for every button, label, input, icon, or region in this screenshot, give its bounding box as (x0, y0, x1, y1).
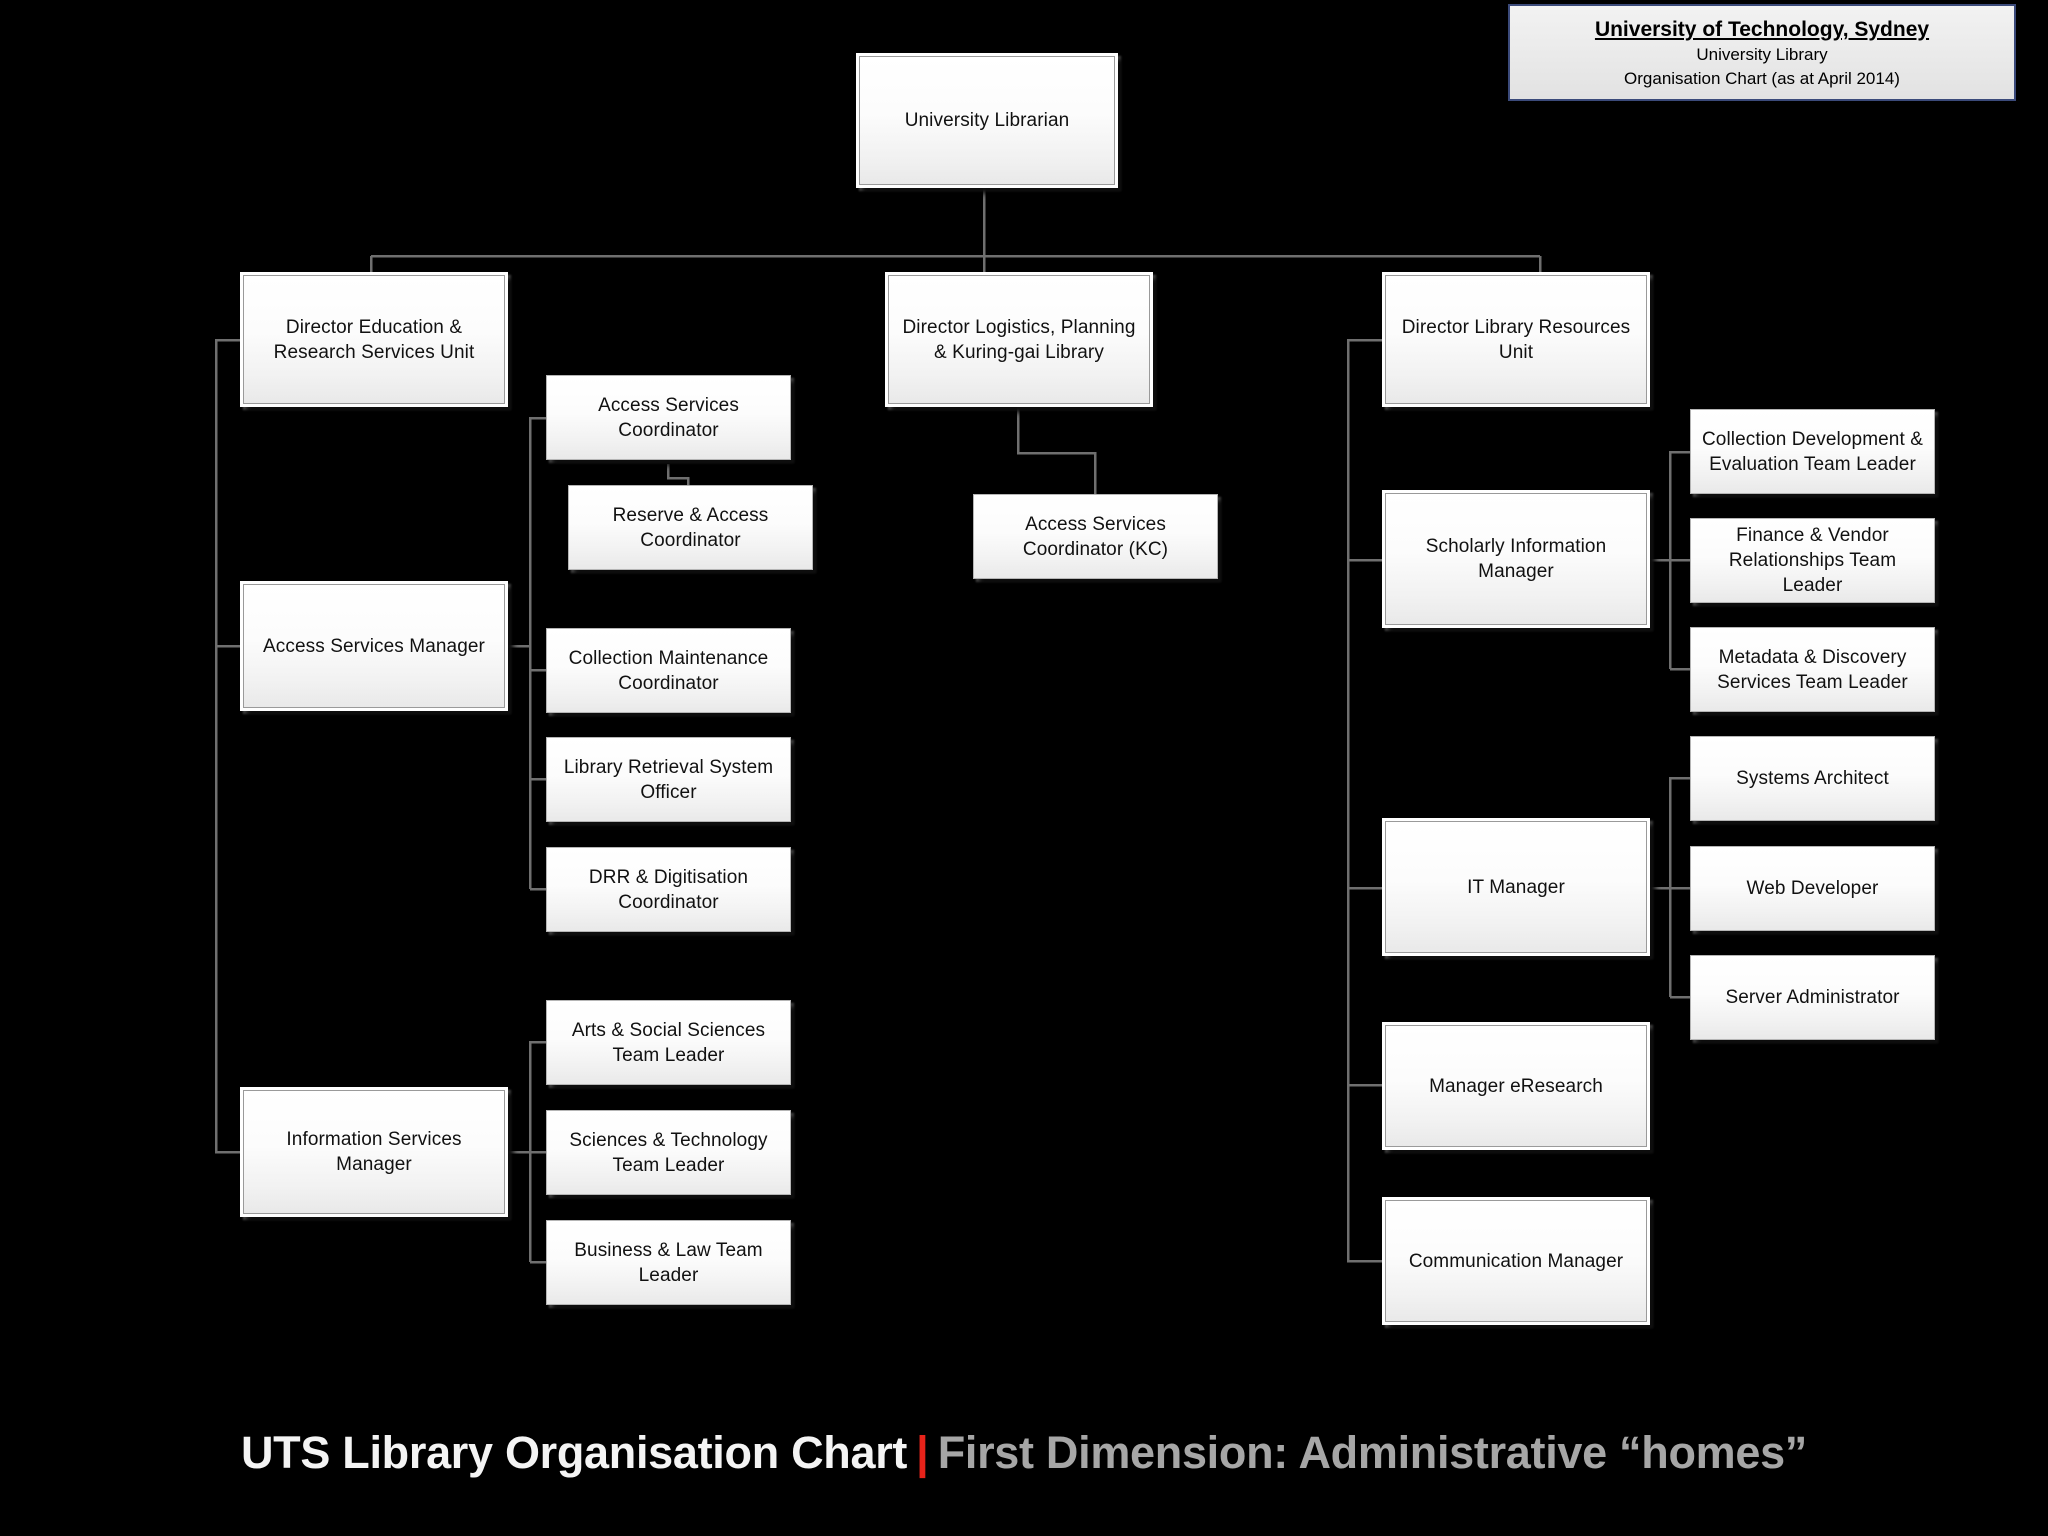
node-label: Access Services Coordinator (KC) (1022, 513, 1169, 560)
node-label: Access Services Manager (263, 635, 485, 657)
node-label: Manager eResearch (1429, 1075, 1603, 1097)
node-collection-development-team-leader[interactable]: Collection Development & Evaluation Team… (1690, 409, 1935, 494)
node-label: Metadata & Discovery Services Team Leade… (1717, 646, 1908, 693)
node-communication-manager[interactable]: Communication Manager (1382, 1197, 1650, 1325)
node-label: Director Education & Research Services U… (273, 316, 475, 363)
node-university-librarian[interactable]: University Librarian (856, 53, 1118, 188)
node-label: Finance & Vendor Relationships Team Lead… (1728, 525, 1897, 596)
connector-director-logistics-to-kc (1016, 405, 1097, 494)
node-scholarly-information-manager[interactable]: Scholarly Information Manager (1382, 490, 1650, 628)
node-label: Arts & Social Sciences Team Leader (571, 1019, 766, 1066)
header-chart-date: Organisation Chart (as at April 2014) (1624, 69, 1900, 88)
node-director-education-research[interactable]: Director Education & Research Services U… (240, 272, 508, 407)
node-label: University Librarian (904, 110, 1070, 131)
node-finance-vendor-team-leader[interactable]: Finance & Vendor Relationships Team Lead… (1690, 518, 1935, 603)
node-server-administrator[interactable]: Server Administrator (1690, 955, 1935, 1040)
node-access-services-manager[interactable]: Access Services Manager (240, 581, 508, 711)
node-label: IT Manager (1467, 876, 1565, 898)
node-drr-digitisation-coordinator[interactable]: DRR & Digitisation Coordinator (546, 847, 791, 932)
node-reserve-access-coordinator[interactable]: Reserve & Access Coordinator (568, 485, 813, 570)
node-access-services-coordinator[interactable]: Access Services Coordinator (546, 375, 791, 460)
footer-separator: | (916, 1427, 929, 1478)
node-systems-architect[interactable]: Systems Architect (1690, 736, 1935, 821)
node-sciences-technology-team-leader[interactable]: Sciences & Technology Team Leader (546, 1110, 791, 1195)
node-metadata-discovery-team-leader[interactable]: Metadata & Discovery Services Team Leade… (1690, 627, 1935, 712)
node-library-retrieval-system-officer[interactable]: Library Retrieval System Officer (546, 737, 791, 822)
node-label: Director Library Resources Unit (1401, 316, 1631, 363)
node-label: Collection Development & Evaluation Team… (1701, 428, 1923, 475)
connector-access-manager-spine (508, 416, 546, 648)
chart-footer: UTS Library Organisation Chart | First D… (0, 1413, 2048, 1493)
node-arts-social-sciences-team-leader[interactable]: Arts & Social Sciences Team Leader (546, 1000, 791, 1085)
node-label: DRR & Digitisation Coordinator (588, 866, 749, 913)
node-label: Scholarly Information Manager (1425, 536, 1607, 582)
node-label: Systems Architect (1736, 768, 1889, 789)
node-label: Director Logistics, Planning & Kuring-ga… (902, 316, 1136, 363)
node-label: Information Services Manager (286, 1129, 462, 1175)
header-university-name: University of Technology, Sydney (1594, 18, 1930, 41)
node-label: Library Retrieval System Officer (563, 756, 774, 803)
header-library-name: University Library (1696, 45, 1828, 64)
node-label: Collection Maintenance Coordinator (568, 647, 769, 694)
connector-left-spine (214, 338, 240, 1154)
node-manager-eresearch[interactable]: Manager eResearch (1382, 1022, 1650, 1150)
node-collection-maintenance-coordinator[interactable]: Collection Maintenance Coordinator (546, 628, 791, 713)
connector-it-spine (1646, 776, 1690, 890)
node-label: Business & Law Team Leader (574, 1239, 763, 1286)
node-label: Communication Manager (1408, 1250, 1624, 1272)
node-label: Access Services Coordinator (598, 394, 739, 441)
node-director-logistics[interactable]: Director Logistics, Planning & Kuring-ga… (885, 272, 1153, 407)
node-information-services-manager[interactable]: Information Services Manager (240, 1087, 508, 1217)
footer-title: UTS Library Organisation Chart (240, 1427, 908, 1478)
node-label: Server Administrator (1725, 987, 1900, 1008)
footer-subtitle: First Dimension: Administrative “homes” (937, 1427, 1808, 1478)
chart-title-card: University of Technology, Sydney Univers… (1508, 4, 2016, 101)
node-label: Reserve & Access Coordinator (612, 504, 769, 551)
connector-info-manager-spine (508, 1040, 546, 1154)
node-business-law-team-leader[interactable]: Business & Law Team Leader (546, 1220, 791, 1305)
node-label: Sciences & Technology Team Leader (569, 1129, 768, 1176)
node-director-library-resources[interactable]: Director Library Resources Unit (1382, 272, 1650, 407)
node-web-developer[interactable]: Web Developer (1690, 846, 1935, 931)
connector-right-spine (1346, 338, 1382, 1263)
connector-scholarly-spine (1646, 450, 1690, 562)
node-label: Web Developer (1746, 878, 1879, 899)
node-access-services-coordinator-kc[interactable]: Access Services Coordinator (KC) (973, 494, 1218, 579)
node-it-manager[interactable]: IT Manager (1382, 818, 1650, 956)
